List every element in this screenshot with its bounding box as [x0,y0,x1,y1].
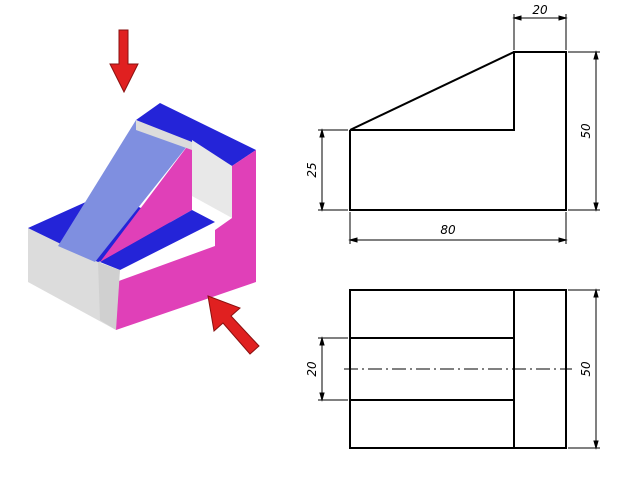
dim-label-front-low-height: 25 [305,162,319,177]
view-arrow-top [109,29,139,94]
arrow-down-icon [109,29,139,94]
front-view-outline [349,51,567,211]
top-view [318,288,600,450]
dim-front-top-width [512,14,568,50]
dim-label-top-slot-width: 20 [305,361,319,377]
dim-top-total-depth [568,288,600,450]
right-gray-face [98,262,120,330]
tall-block-upper-side [136,120,192,150]
tall-block-top-face [136,103,256,166]
sloped-face [58,120,192,262]
front-view-slope-line [349,51,515,131]
left-block-side-face [28,228,116,330]
tall-block-front-face [116,150,256,330]
dim-front-total-height [568,50,600,212]
isometric-model [28,103,256,330]
dim-label-front-total-height: 50 [579,123,593,139]
slot-floor-face [100,210,215,270]
front-view [318,14,600,244]
arrow-up-left-icon [207,295,260,355]
tall-block-inner-face [192,140,232,218]
dim-front-total-width [348,212,568,244]
dim-label-front-total-width: 80 [440,223,456,237]
dim-label-front-top-width: 20 [532,3,548,17]
dim-front-low-height [318,128,348,212]
view-arrow-front [207,295,260,355]
dim-top-slot-width [318,336,348,402]
dim-label-top-total-depth: 50 [579,361,593,377]
slot-inner-face [100,140,192,262]
